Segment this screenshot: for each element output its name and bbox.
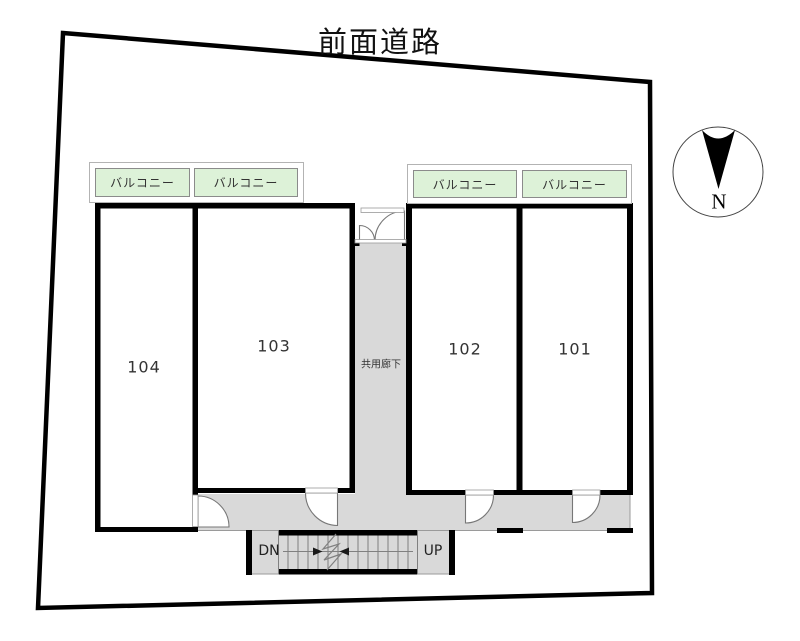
room-label-102: 102 [448, 339, 482, 359]
door-swings [197, 210, 601, 528]
door-leaves [192, 207, 601, 527]
door-swing-unit103 [304, 492, 339, 527]
balcony-102: バルコニー [413, 170, 517, 198]
balcony-104: バルコニー [95, 168, 190, 197]
front-road-label: 前面道路 [317, 25, 443, 59]
room-label-101: 101 [558, 339, 592, 359]
balcony-101: バルコニー [522, 170, 627, 198]
room-label-103: 103 [257, 336, 291, 356]
room-label-104: 104 [127, 357, 161, 377]
stairs-down-label: DN [258, 543, 280, 559]
balcony-label: バルコニー [542, 177, 607, 192]
stair-break-line [321, 533, 343, 571]
stair-arrow-left [339, 547, 349, 556]
door-swing-unit102 [464, 494, 495, 524]
entrance-door-large-leaf [374, 210, 406, 242]
site-boundary [35, 30, 655, 611]
compass [672, 126, 764, 218]
door-swing-unit101 [571, 494, 601, 524]
balcony-label: バルコニー [432, 177, 498, 192]
stair-arrow-right [313, 547, 323, 556]
balcony-group-left: バルコニー バルコニー [89, 162, 304, 203]
balcony-103: バルコニー [194, 168, 298, 197]
door-swing-unit104 [197, 495, 230, 528]
entrance-door-small-leaf [358, 224, 376, 242]
staircase [278, 530, 418, 575]
shared-corridor-label: 共用廊下 [361, 359, 401, 371]
compass-north-label: N [711, 189, 727, 214]
corridor-fill [198, 243, 630, 574]
north-needle-icon [702, 130, 735, 189]
balcony-label: バルコニー [110, 176, 175, 190]
stairs-up-label: UP [423, 543, 443, 559]
walls [95, 203, 633, 575]
balcony-group-right: バルコニー バルコニー [407, 164, 632, 204]
balcony-label: バルコニー [213, 176, 279, 190]
